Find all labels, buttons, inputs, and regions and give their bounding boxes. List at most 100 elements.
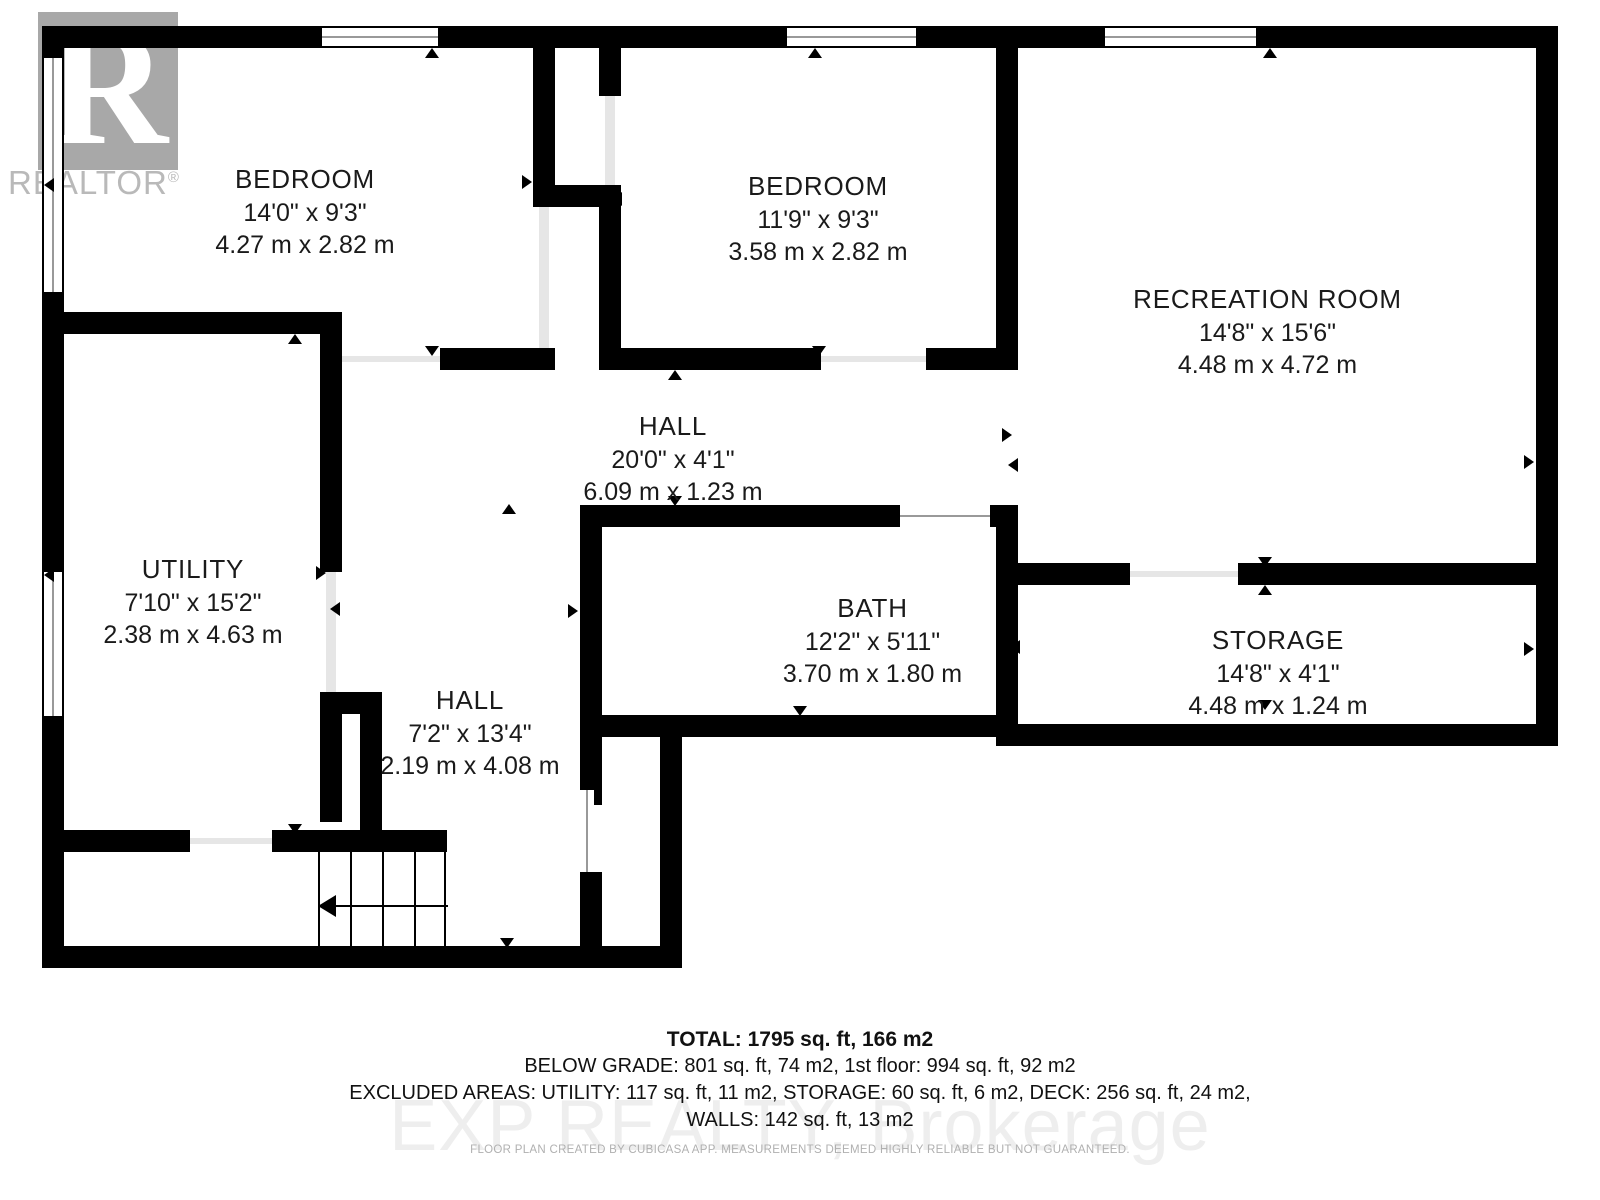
- room-dim-imperial: 7'10" x 15'2": [124, 588, 262, 617]
- room-dim-metric: 2.38 m x 4.63 m: [103, 621, 283, 650]
- room-dim-imperial: 14'8" x 4'1": [1216, 659, 1340, 688]
- dim-marker-recroom-top: [1263, 48, 1277, 58]
- wall-bath-south: [580, 715, 1018, 737]
- wall-hall2-east-lower: [580, 872, 602, 968]
- wall-hall2-west: [360, 692, 382, 844]
- wall-closet-east-lower: [599, 185, 621, 367]
- stair-tread: [350, 852, 352, 946]
- summary-total: TOTAL: 1795 sq. ft, 166 m2: [666, 1028, 934, 1051]
- dim-marker-bath-west1: [568, 604, 578, 618]
- wall-bedroom1-south-stub: [320, 348, 342, 370]
- thin-bedroom1-south: [336, 356, 440, 362]
- thin-closet-left: [539, 198, 549, 358]
- thin-stair-landing: [190, 838, 272, 844]
- thin-bedroom2-door: [821, 356, 926, 362]
- wall-storage-top-left: [1018, 563, 1130, 585]
- summary-disclaimer: FLOOR PLAN CREATED BY CUBICASA APP. MEAS…: [470, 1144, 1130, 1157]
- window-hall2-opening: [580, 790, 594, 880]
- wall-bedroom1-east: [533, 26, 555, 198]
- stair-tread: [414, 852, 416, 946]
- dim-marker-hall-right2: [1008, 458, 1018, 472]
- room-label-storage: STORAGE 14'8" x 4'1" 4.48 m x 1.24 m: [1128, 624, 1428, 723]
- thin-storage-opening: [1130, 571, 1238, 577]
- window-bedroom2-top: [785, 26, 918, 48]
- dim-marker-bedroom2-top: [808, 48, 822, 58]
- room-dim-metric: 4.48 m x 4.72 m: [1177, 351, 1358, 380]
- dim-marker-bedroom2-sth: [668, 370, 682, 380]
- wall-utility-west: [42, 312, 64, 570]
- summary-walls: WALLS: 142 sq. ft, 13 m2: [686, 1109, 914, 1132]
- room-dim-metric: 3.58 m x 2.82 m: [728, 238, 908, 267]
- dim-marker-utility-west: [44, 568, 54, 582]
- room-name: RECREATION ROOM: [1133, 284, 1402, 314]
- wall-left-upper: [42, 26, 64, 56]
- dim-marker-bath-east2: [1010, 640, 1020, 654]
- wall-bedroom1-south: [440, 348, 555, 370]
- wall-stair-top: [272, 830, 447, 852]
- room-dim-imperial: 20'0" x 4'1": [611, 445, 735, 474]
- wall-bedroom2-east: [996, 26, 1018, 370]
- wall-closet-east-upper: [599, 26, 621, 96]
- room-label-utility: UTILITY 7'10" x 15'2" 2.38 m x 4.63 m: [68, 553, 318, 652]
- realtor-wordmark: REALTOR®: [8, 164, 180, 201]
- wall-storage-bottom: [996, 724, 1558, 746]
- room-label-bedroom-1: BEDROOM 14'0" x 9'3" 4.27 m x 2.82 m: [180, 163, 430, 262]
- room-name: BEDROOM: [748, 171, 888, 201]
- dim-marker-hall-top-ctr: [668, 496, 682, 506]
- summary-excluded-areas: EXCLUDED AREAS: UTILITY: 117 sq. ft, 11 …: [349, 1082, 1251, 1105]
- room-dim-metric: 2.19 m x 4.08 m: [380, 752, 560, 781]
- room-dim-metric: 4.27 m x 2.82 m: [215, 231, 395, 260]
- staircase: [318, 852, 446, 948]
- wall-right-exterior: [1536, 26, 1558, 746]
- dim-marker-bedroom1-top: [425, 48, 439, 58]
- dim-marker-bedroom2-door: [812, 346, 826, 356]
- wall-storage-top-right: [1238, 563, 1558, 585]
- dim-marker-bath-west2: [586, 608, 596, 622]
- wall-bath-top: [580, 505, 900, 527]
- wall-top-left: [42, 26, 320, 48]
- window-bedroom1-west: [42, 56, 64, 294]
- opening-utility-east: [326, 572, 336, 692]
- window-bath-top-opening: [900, 505, 990, 527]
- realtor-wordmark-text: REALTOR: [8, 164, 168, 201]
- wall-stair-landing: [60, 830, 190, 852]
- dim-marker-bottom-wall: [500, 938, 514, 948]
- room-name: BATH: [837, 593, 908, 623]
- dim-marker-utility-ropen: [316, 566, 326, 580]
- dim-marker-bath-east1: [1008, 604, 1018, 618]
- window-recroom-top: [1103, 26, 1258, 48]
- room-label-recreation-room: RECREATION ROOM 14'8" x 15'6" 4.48 m x 4…: [1085, 283, 1450, 382]
- wall-bedroom2-south-right: [926, 348, 1018, 370]
- dim-marker-storage-east: [1524, 642, 1534, 656]
- dim-marker-recroom-east: [1524, 455, 1534, 469]
- room-dim-imperial: 14'0" x 9'3": [243, 198, 367, 227]
- room-dim-imperial: 7'2" x 13'4": [408, 719, 532, 748]
- wall-hall2-east: [580, 715, 602, 805]
- room-name: HALL: [638, 411, 708, 441]
- dim-marker-bath-south: [793, 706, 807, 716]
- room-name: BEDROOM: [235, 164, 375, 194]
- room-label-hall-1: HALL 20'0" x 4'1" 6.09 m x 1.23 m: [548, 410, 798, 509]
- wall-utility-east-lower: [320, 692, 342, 822]
- wall-bottom-right-stub: [660, 715, 682, 968]
- dim-marker-utility-east1: [330, 430, 340, 444]
- dim-marker-bath-top: [793, 508, 807, 518]
- window-utility-west: [42, 570, 64, 718]
- dim-marker-utility-top: [288, 334, 302, 344]
- dim-marker-bedroom1-west: [44, 178, 54, 192]
- room-dim-imperial: 11'9" x 9'3": [757, 205, 879, 234]
- wall-utility-top: [42, 312, 336, 334]
- dim-marker-bedroom1-east: [522, 175, 532, 189]
- room-dim-metric: 3.70 m x 1.80 m: [782, 660, 963, 689]
- stair-direction-arrow-icon: [318, 895, 336, 917]
- room-label-bedroom-2: BEDROOM 11'9" x 9'3" 3.58 m x 2.82 m: [693, 170, 943, 269]
- dim-marker-storage-sth: [1258, 700, 1272, 710]
- dim-marker-bedroom2-east: [1005, 170, 1015, 184]
- dim-marker-utility-east2: [330, 602, 340, 616]
- dim-marker-hall-right1: [1002, 428, 1012, 442]
- room-name: HALL: [435, 685, 505, 715]
- dim-marker-storage-topb: [1258, 585, 1272, 595]
- dim-marker-storage-topa: [1258, 557, 1272, 567]
- dim-marker-bedroom1-sth: [425, 346, 439, 356]
